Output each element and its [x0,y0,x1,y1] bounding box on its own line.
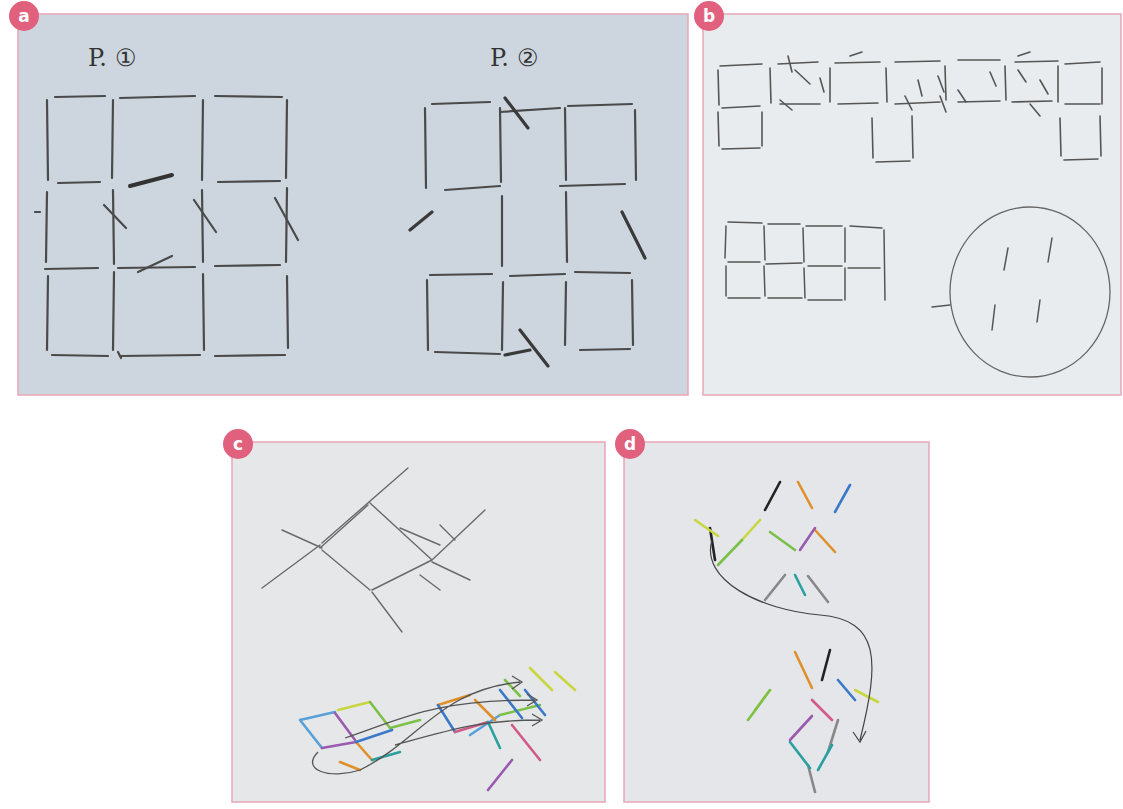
panel-letter: c [233,436,243,453]
panel-letter: d [624,436,636,453]
photo-panel [624,442,929,802]
photo-panel [703,14,1121,395]
colored-sticks [300,668,575,790]
puzzle-label: P. ① [88,44,137,72]
stroke-marks [932,238,1052,330]
arrow-sketch [710,540,872,742]
panel-letter: a [18,8,29,25]
cross-mark [410,98,645,366]
arrow-sketch [313,676,542,774]
cross-mark [104,198,298,358]
pencil-lattice [262,468,485,632]
cross-mark [130,175,172,186]
panel-badge: a [9,1,39,31]
loop-sketch [950,207,1110,377]
matchstick-grid [35,96,288,356]
panel-badge: b [694,1,724,31]
puzzle-label: P. ② [490,44,539,72]
matchstick-grid [425,102,636,354]
panel-badge: d [615,429,645,459]
photo-panel [232,442,605,802]
cross-mark [780,52,1048,116]
photo-panel [18,14,688,395]
colored-sticks [695,482,878,792]
matchstick-grid [725,222,885,300]
panel-letter: b [703,8,715,25]
matchstick-row [718,60,1102,162]
panel-badge: c [223,429,253,459]
